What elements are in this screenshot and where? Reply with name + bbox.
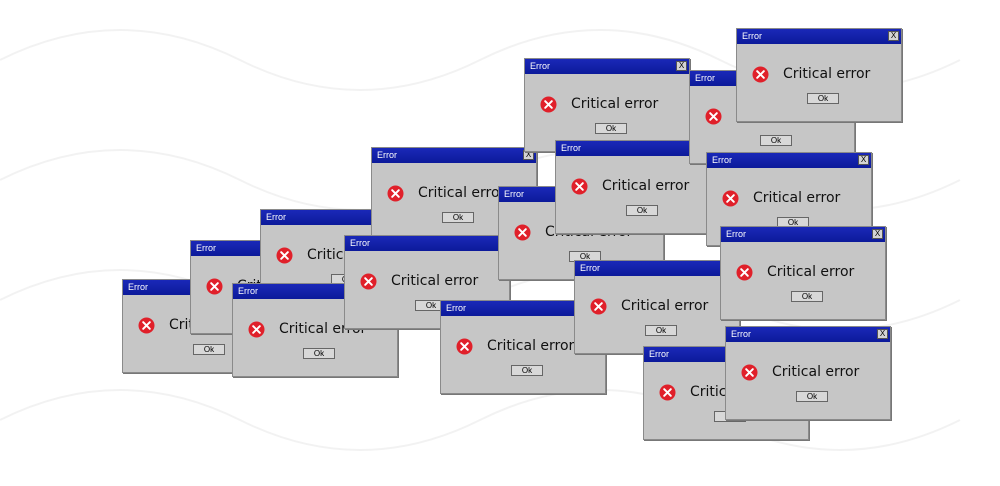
dialog-title: Error: [504, 189, 524, 199]
titlebar[interactable]: Error X: [525, 59, 689, 74]
error-x-icon: [514, 224, 531, 241]
ok-button[interactable]: Ok: [595, 123, 627, 134]
close-button[interactable]: X: [872, 229, 883, 239]
error-x-icon: [276, 247, 293, 264]
dialog-title: Error: [649, 349, 669, 359]
error-x-icon: [722, 190, 739, 207]
error-message: Critical error: [783, 66, 871, 82]
dialog-title: Error: [742, 31, 762, 41]
error-x-icon: [206, 278, 223, 295]
error-x-icon: [736, 264, 753, 281]
close-button[interactable]: X: [877, 329, 888, 339]
error-message: Critical error: [753, 190, 841, 206]
ok-button[interactable]: Ok: [442, 212, 474, 223]
titlebar[interactable]: Error: [441, 301, 605, 316]
titlebar[interactable]: Error: [345, 236, 509, 251]
ok-button[interactable]: Ok: [193, 344, 225, 355]
ok-button[interactable]: Ok: [511, 365, 543, 376]
dialog-title: Error: [128, 282, 148, 292]
error-message: Critical error: [772, 364, 860, 380]
dialog-title: Error: [446, 303, 466, 313]
error-dialog: Error X Critical error Ok: [736, 28, 902, 122]
dialog-title: Error: [377, 150, 397, 160]
titlebar[interactable]: Error: [575, 261, 739, 276]
dialog-title: Error: [196, 243, 216, 253]
ok-button[interactable]: Ok: [807, 93, 839, 104]
ok-button[interactable]: Ok: [626, 205, 658, 216]
dialog-title: Error: [695, 73, 715, 83]
error-message: Critical error: [621, 298, 709, 314]
dialog-title: Error: [350, 238, 370, 248]
dialog-title: Error: [580, 263, 600, 273]
error-message: Critical error: [391, 273, 479, 289]
dialog-title: Error: [266, 212, 286, 222]
titlebar[interactable]: Error X: [726, 327, 890, 342]
error-message: Critical error: [767, 264, 855, 280]
error-x-icon: [248, 321, 265, 338]
dialog-title: Error: [561, 143, 581, 153]
error-x-icon: [456, 338, 473, 355]
error-message: Critical error: [418, 185, 506, 201]
ok-button[interactable]: Ok: [796, 391, 828, 402]
error-dialog: Error X Critical error Ok: [725, 326, 891, 420]
dialog-title: Error: [726, 229, 746, 239]
ok-button[interactable]: Ok: [303, 348, 335, 359]
error-x-icon: [705, 108, 722, 125]
ok-button[interactable]: Ok: [760, 135, 792, 146]
dialog-title: Error: [731, 329, 751, 339]
dialog-title: Error: [530, 61, 550, 71]
error-dialog: Error Critical error Ok: [574, 260, 740, 354]
error-message: Critical error: [487, 338, 575, 354]
titlebar[interactable]: Error X: [707, 153, 871, 168]
titlebar[interactable]: Error: [556, 141, 720, 156]
error-dialog: Error X Critical error Ok: [720, 226, 886, 320]
error-x-icon: [360, 273, 377, 290]
error-x-icon: [540, 96, 557, 113]
ok-button[interactable]: Ok: [791, 291, 823, 302]
error-message: Critical error: [571, 96, 659, 112]
error-x-icon: [752, 66, 769, 83]
titlebar[interactable]: Error X: [721, 227, 885, 242]
titlebar[interactable]: Error X: [737, 29, 901, 44]
close-button[interactable]: X: [676, 61, 687, 71]
error-x-icon: [138, 317, 155, 334]
error-message: Critical error: [602, 178, 690, 194]
error-dialog: Error Critical error Ok: [555, 140, 721, 234]
close-button[interactable]: X: [888, 31, 899, 41]
close-button[interactable]: X: [858, 155, 869, 165]
dialog-title: Error: [238, 286, 258, 296]
error-dialog: Error X Critical error Ok: [524, 58, 690, 152]
dialog-title: Error: [712, 155, 732, 165]
error-x-icon: [659, 384, 676, 401]
error-x-icon: [590, 298, 607, 315]
ok-button[interactable]: Ok: [645, 325, 677, 336]
error-x-icon: [387, 185, 404, 202]
error-x-icon: [741, 364, 758, 381]
error-x-icon: [571, 178, 588, 195]
